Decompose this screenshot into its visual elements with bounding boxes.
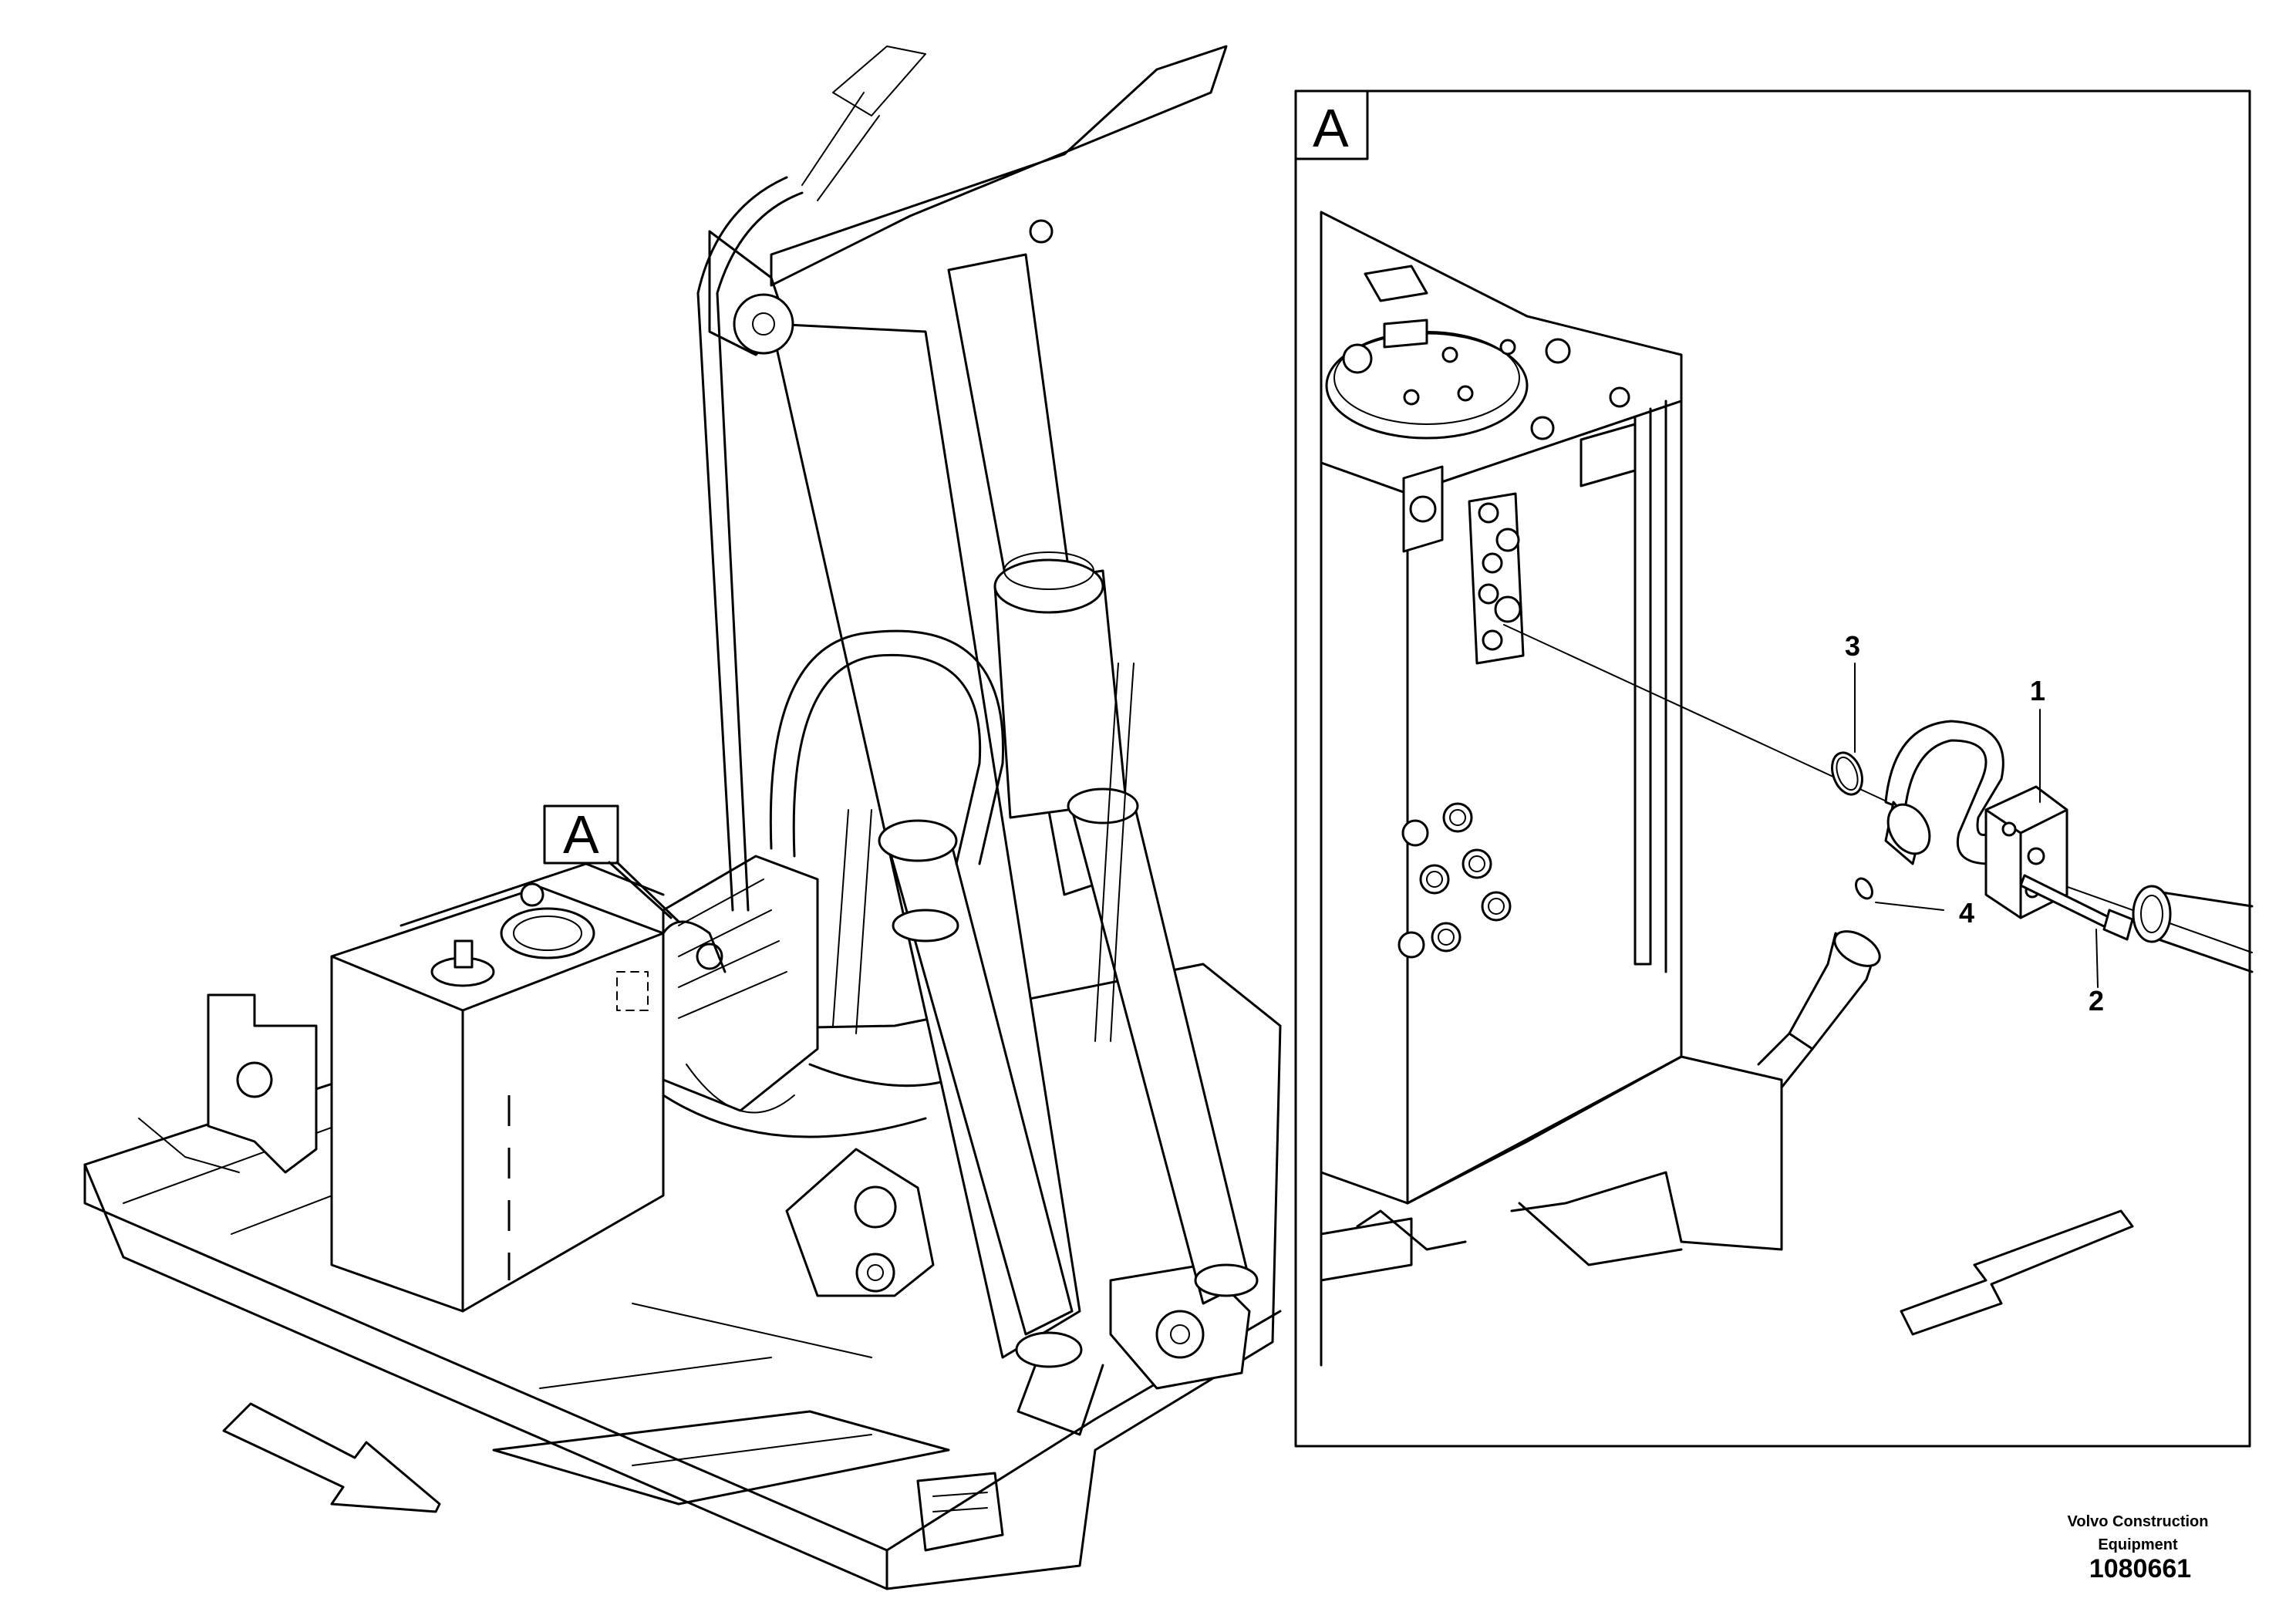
- hydraulic-tank-overview: [330, 862, 665, 1313]
- o-ring-part-4: [1855, 877, 1873, 900]
- part-label-2: 2: [2089, 985, 2104, 1017]
- boom-bracket: [785, 1148, 1251, 1436]
- detail-view-a: A: [1294, 89, 2254, 1448]
- machine-overview: A: [83, 45, 1282, 1590]
- direction-arrow-icon: [222, 1402, 441, 1513]
- callout-a-letter-detail: A: [1313, 98, 1349, 158]
- o-ring-part-3: [1831, 751, 1863, 796]
- detail-base-frame: [1320, 1055, 1783, 1367]
- part-label-1: 1: [2030, 675, 2045, 706]
- callout-a-letter-overview: A: [563, 804, 599, 865]
- control-valve-overview: [616, 855, 819, 1114]
- view-a-callout-overview: A: [543, 804, 680, 923]
- document-number: 1080661: [2089, 1554, 2192, 1583]
- part-label-3: 3: [1845, 630, 1860, 662]
- hydraulic-hoses: [662, 176, 1135, 1042]
- part-label-4: 4: [1959, 897, 1974, 929]
- bolt-part-2: [2019, 874, 2134, 988]
- direction-arrow-icon: [1900, 1209, 2134, 1336]
- hydraulic-tank-detail: [1320, 211, 1683, 1205]
- detail-frame: [1294, 89, 2251, 1448]
- publisher-label: Volvo Construction Equipment: [2067, 1513, 2209, 1553]
- hose-elbow-part-1: [1884, 709, 2068, 919]
- boom-cylinders: [878, 551, 1259, 1368]
- mating-tube-right: [2150, 889, 2254, 973]
